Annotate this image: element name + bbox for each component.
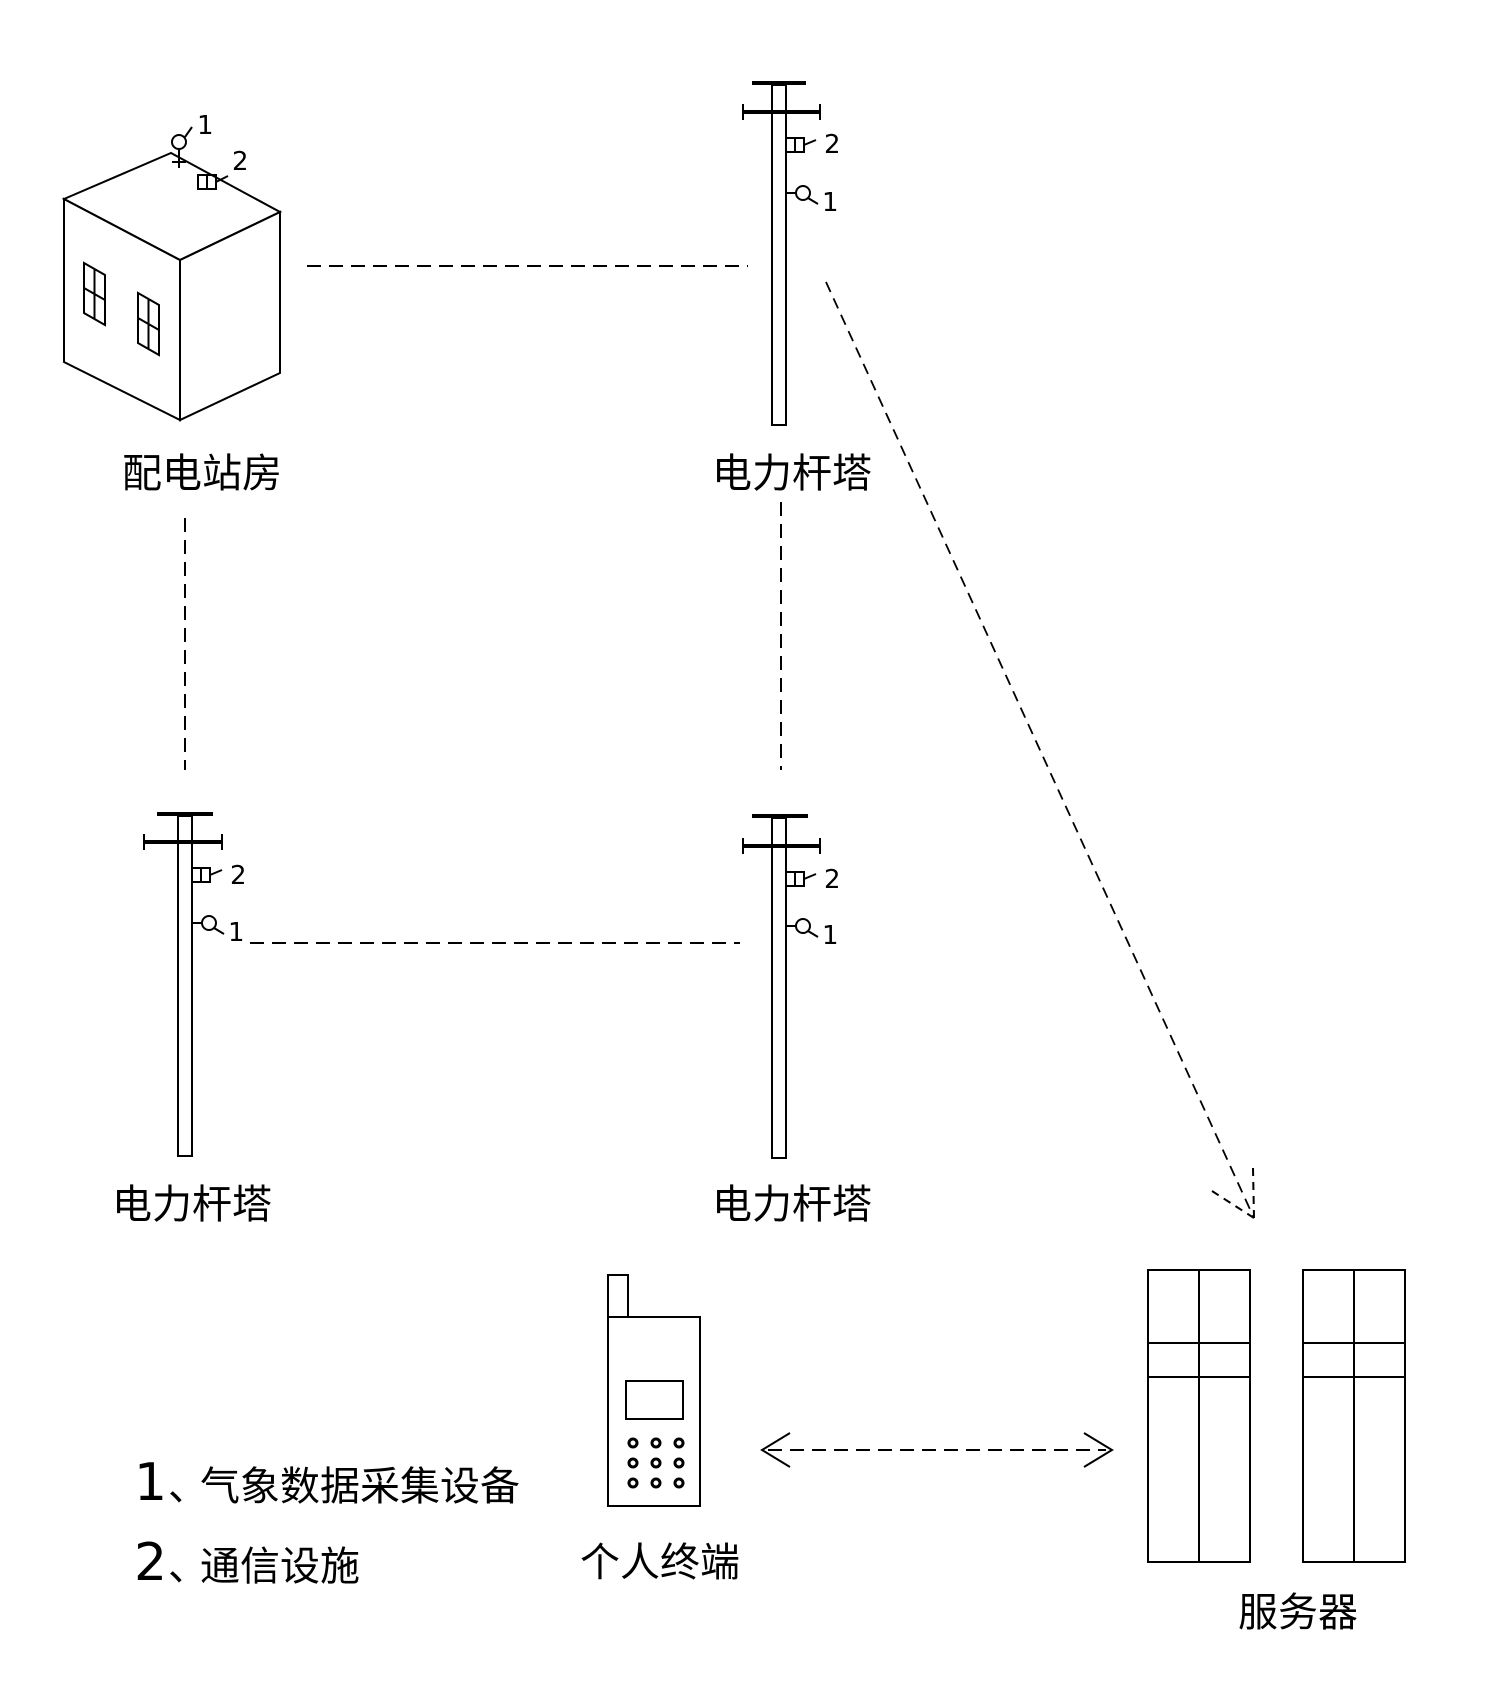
window-icon [137,291,160,357]
weather-sensor-icon [192,915,225,935]
legend-1-number: 1 [134,1453,167,1513]
power-tower-top: 2 1 [742,81,841,426]
station-room: 1 2 [61,111,283,422]
legend-2-separator: 、 [168,1544,208,1590]
power-tower-bottom-right: 2 1 [742,814,841,1159]
comm-device-icon [785,871,817,887]
mobile-phone-icon [607,1274,701,1507]
comm-device-icon [197,174,229,190]
comm-device-icon [785,137,817,153]
weather-sensor-icon [171,126,193,168]
legend-2-text: 通信设施 [200,1544,360,1590]
personal-terminal-label: 个人终端 [580,1540,740,1586]
tower-bottom-left-label: 电力杆塔 [112,1182,272,1228]
callout-2: 2 [824,865,841,895]
callout-1: 1 [822,921,839,951]
server-rack-icon [1147,1269,1251,1563]
callout-1: 1 [228,918,245,948]
callout-2: 2 [230,861,247,891]
callout-2: 2 [824,130,841,160]
bidirectional-arrow [760,1432,1114,1468]
power-tower-bottom-left: 2 1 [143,812,247,1157]
weather-sensor-icon [786,185,819,205]
station-room-label: 配电站房 [122,451,282,497]
window-icon [83,261,106,327]
callout-1: 1 [822,188,839,218]
legend-1-separator: 、 [168,1464,208,1510]
callout-1: 1 [197,111,214,141]
legend-2-number: 2 [134,1533,167,1593]
legend-1-text: 气象数据采集设备 [200,1464,520,1510]
tower-bottom-right-label: 电力杆塔 [712,1182,872,1228]
uplink-arrow-to-server [825,281,1255,1219]
tower-top-label: 电力杆塔 [712,451,872,497]
server-label: 服务器 [1238,1590,1358,1636]
callout-2: 2 [232,147,249,177]
legend: 1 、 气象数据采集设备 2 、 通信设施 [134,1453,520,1593]
weather-sensor-icon [786,918,819,938]
server-rack-icon [1302,1269,1406,1563]
comm-device-icon [191,867,223,883]
